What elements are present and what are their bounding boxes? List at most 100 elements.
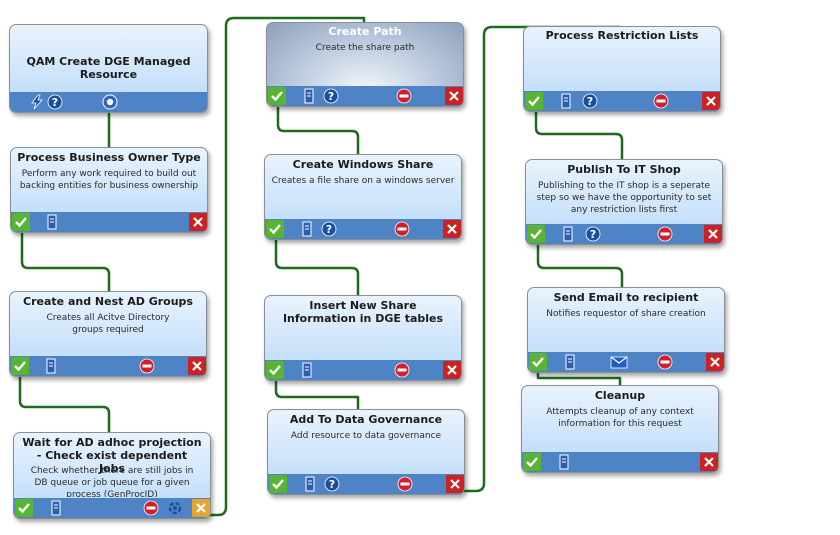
check-icon[interactable] [523,453,541,471]
node-publish-to-it-shop[interactable]: Publish To IT Shop Publishing to the IT … [525,159,723,245]
node-cleanup[interactable]: Cleanup Attempts cleanup of any context … [521,385,719,473]
svg-text:?: ? [328,90,334,103]
check-icon[interactable] [266,220,284,238]
node-title: Create Path [328,25,402,38]
connector-windows-share-to-insert [274,237,360,298]
close-icon[interactable] [706,353,724,371]
node-title: Create and Nest AD Groups [23,295,193,308]
node-send-email-to-recipient[interactable]: Send Email to recipient Notifies request… [527,287,725,373]
server-icon[interactable] [42,357,60,375]
connector-create-path-to-windows-share [276,104,360,157]
node-footer [10,356,206,376]
node-title: Process Restriction Lists [545,29,699,42]
help-icon[interactable]: ? [323,475,341,493]
server-icon[interactable] [301,475,319,493]
svg-text:?: ? [590,228,596,241]
server-icon[interactable] [47,499,65,517]
check-icon[interactable] [527,225,545,243]
close-icon[interactable] [702,92,720,110]
node-create-windows-share[interactable]: Create Windows Share Creates a file shar… [264,154,462,240]
node-footer: ? [10,92,207,112]
help-icon[interactable]: ? [46,93,64,111]
connector-wait-to-create-path [201,16,366,517]
stop-icon[interactable] [656,225,674,243]
node-title: Add To Data Governance [289,413,443,426]
node-footer [522,452,718,472]
help-icon[interactable]: ? [322,87,340,105]
svg-text:?: ? [587,95,593,108]
node-description: Publishing to the IT shop is a seperate … [536,181,712,215]
node-start-create-dge-resource[interactable]: QAM Create DGE Managed Resource ? [9,24,208,113]
node-footer: ? [267,86,463,106]
svg-text:?: ? [329,478,335,491]
server-icon[interactable] [43,213,61,231]
svg-text:?: ? [52,96,58,109]
close-icon[interactable] [443,361,461,379]
cancel-icon[interactable] [192,499,210,517]
node-footer [14,498,210,518]
check-icon[interactable] [15,499,33,517]
close-icon[interactable] [188,357,206,375]
close-icon[interactable] [445,87,463,105]
node-description: Notifies requestor of share creation [546,309,706,319]
close-icon[interactable] [700,453,718,471]
close-icon[interactable] [189,213,207,231]
server-icon[interactable] [559,225,577,243]
stop-icon[interactable] [393,361,411,379]
stop-icon[interactable] [142,499,160,517]
server-icon[interactable] [300,87,318,105]
help-icon[interactable]: ? [584,225,602,243]
close-icon[interactable] [704,225,722,243]
check-icon[interactable] [269,475,287,493]
server-icon[interactable] [298,220,316,238]
node-footer: ? [526,224,722,244]
check-icon[interactable] [11,357,29,375]
help-icon[interactable]: ? [320,220,338,238]
node-description: Create the share path [315,43,415,53]
close-icon[interactable] [443,220,461,238]
node-footer [11,212,207,232]
node-process-restriction-lists[interactable]: Process Restriction Lists ? [523,26,721,112]
circle-dot-icon[interactable] [101,93,119,111]
check-icon[interactable] [529,353,547,371]
server-icon[interactable] [557,92,575,110]
stop-icon[interactable] [138,357,156,375]
close-icon[interactable] [446,475,464,493]
check-icon[interactable] [525,92,543,110]
connector-business-owner-to-ad-groups [20,230,111,294]
node-title: Process Business Owner Type [17,151,201,164]
server-icon[interactable] [561,353,579,371]
check-icon[interactable] [12,213,30,231]
svg-text:?: ? [326,223,332,236]
stop-icon[interactable] [393,220,411,238]
node-title: Create Windows Share [292,158,434,171]
node-wait-for-ad-adhoc-projection[interactable]: Wait for AD adhoc projection - Check exi… [13,432,211,519]
stop-icon[interactable] [656,353,674,371]
stop-icon[interactable] [395,87,413,105]
node-title: Send Email to recipient [553,291,699,304]
node-insert-share-information[interactable]: Insert New Share Information in DGE tabl… [264,295,462,381]
stop-icon[interactable] [396,475,414,493]
node-create-path[interactable]: Create Path Create the share path ? [266,22,464,107]
lightning-icon[interactable] [28,93,46,111]
node-process-business-owner-type[interactable]: Process Business Owner Type Perform any … [10,147,208,233]
node-footer [528,352,724,372]
server-icon[interactable] [298,361,316,379]
server-icon[interactable] [555,453,573,471]
node-title: Publish To IT Shop [567,163,681,176]
refresh-icon[interactable] [166,499,184,517]
connector-publish-to-email [536,242,624,290]
check-icon[interactable] [268,87,286,105]
help-icon[interactable]: ? [581,92,599,110]
node-footer: ? [524,91,720,111]
stop-icon[interactable] [652,92,670,110]
check-icon[interactable] [266,361,284,379]
node-create-and-nest-ad-groups[interactable]: Create and Nest AD Groups Creates all Ac… [9,291,207,377]
node-title: QAM Create DGE Managed Resource [26,55,191,81]
email-icon[interactable] [610,353,628,371]
node-title: Insert New Share Information in DGE tabl… [282,299,444,325]
node-description: Check whether there are still jobs in DB… [30,466,194,497]
node-title: Cleanup [594,389,646,402]
node-add-to-data-governance[interactable]: Add To Data Governance Add resource to d… [267,409,465,495]
